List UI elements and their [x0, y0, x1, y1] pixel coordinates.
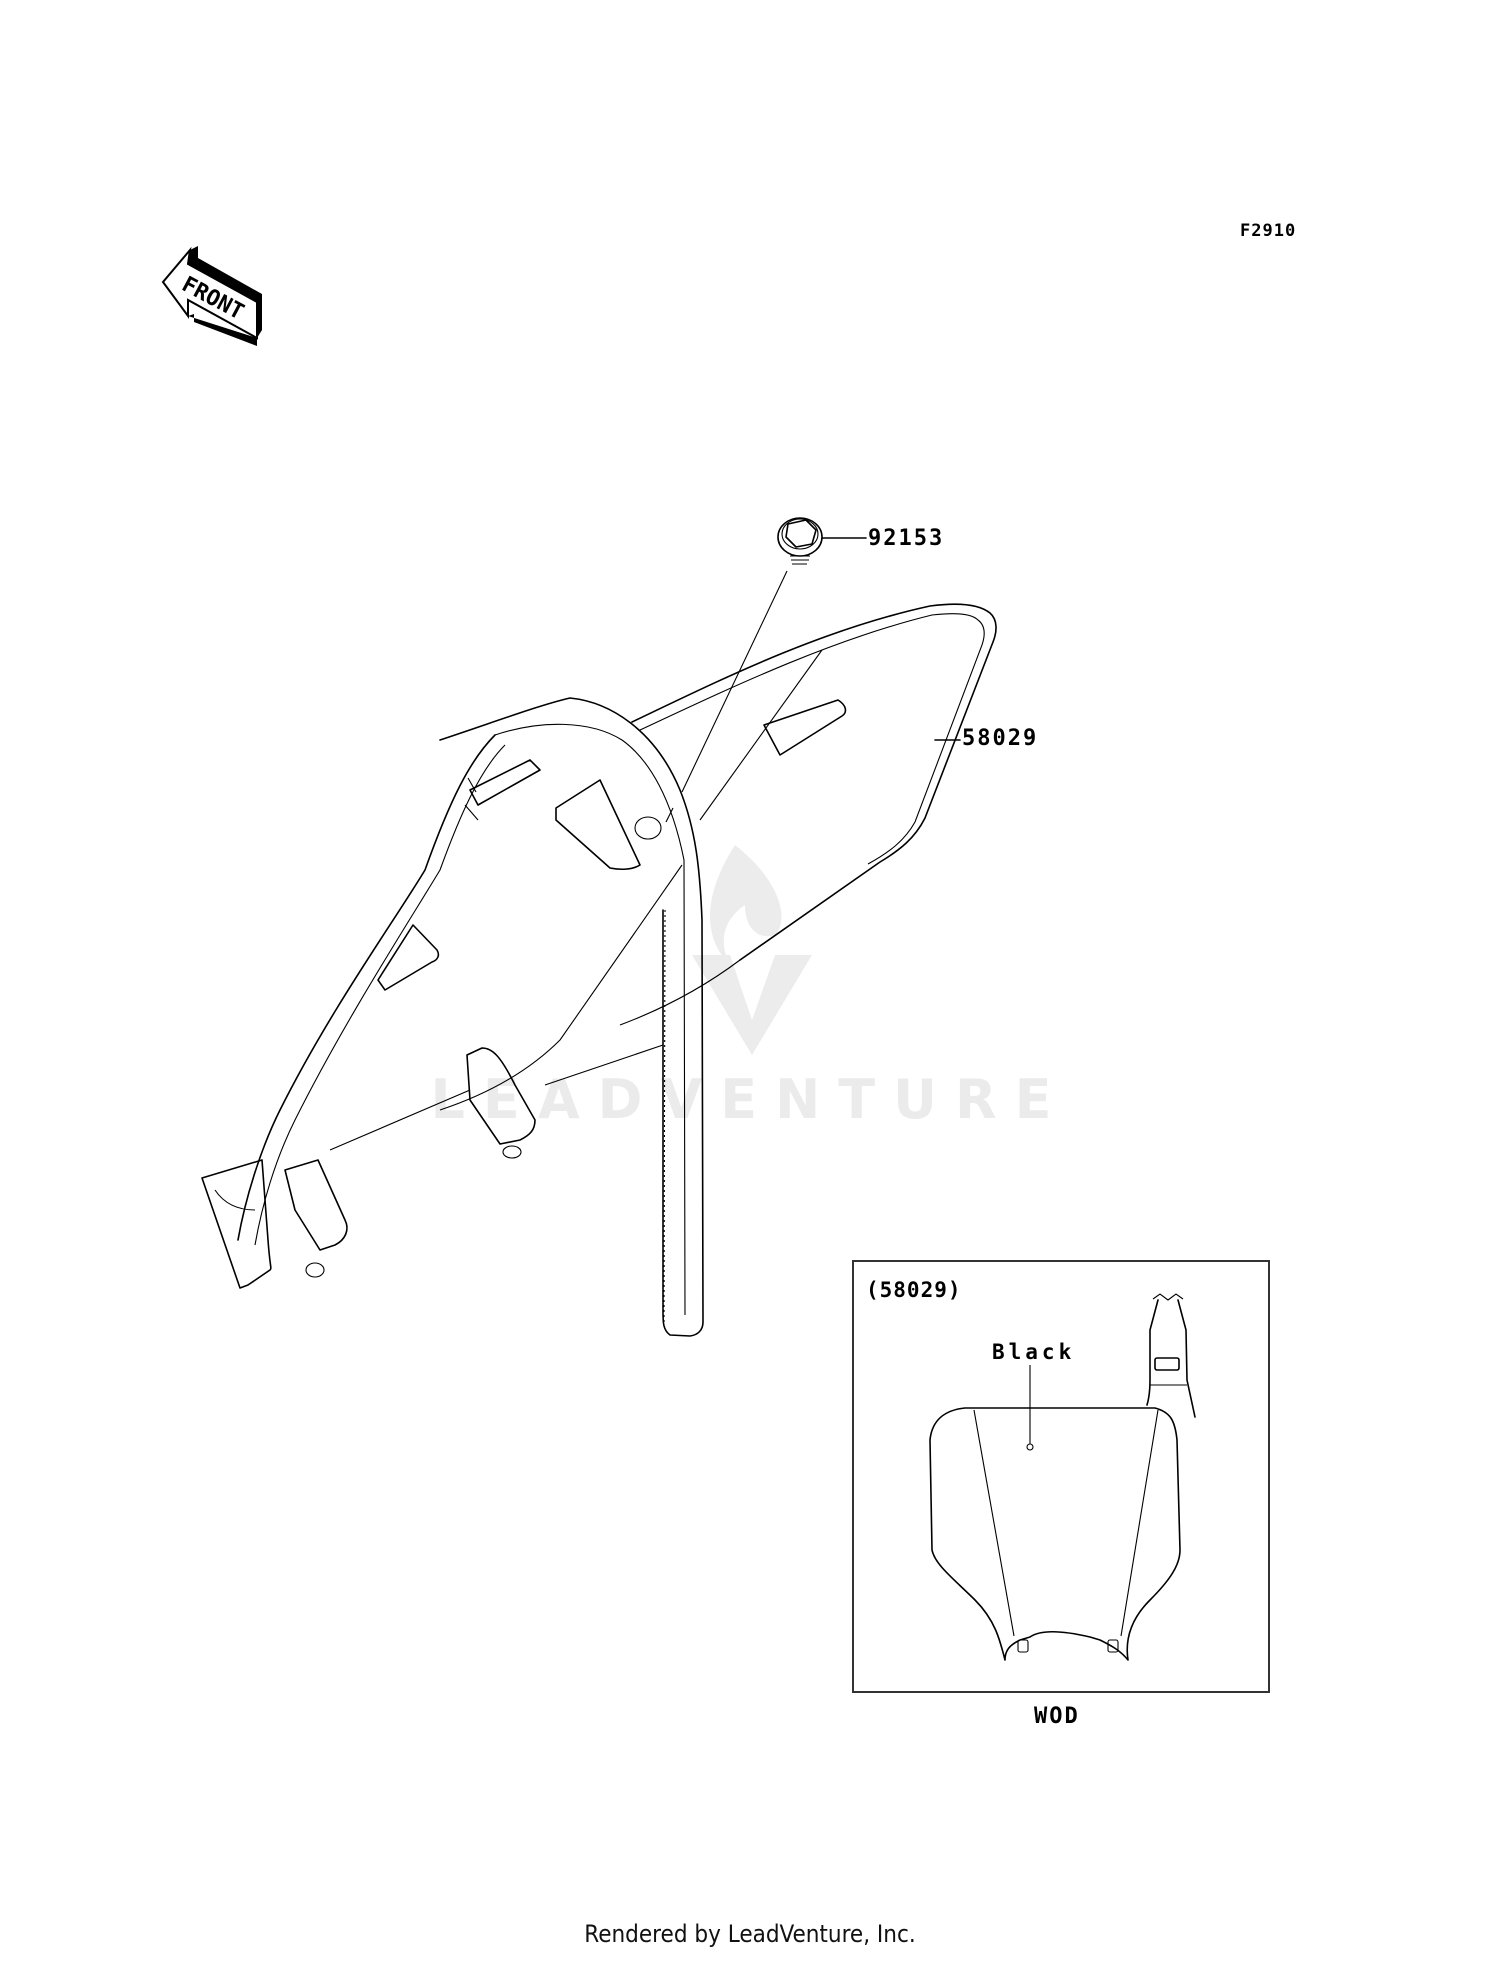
inset-color-label: Black — [992, 1340, 1076, 1364]
inset-title: (58029) — [866, 1278, 962, 1302]
inset-variant-box — [852, 1260, 1270, 1693]
inset-number-plate-drawing — [929, 1293, 1196, 1661]
watermark-logo: LEADVENTURE — [431, 845, 1070, 1131]
bolt-icon — [665, 517, 867, 823]
callout-part-number-58029[interactable]: 58029 — [962, 726, 1039, 751]
diagram-code: F2910 — [1240, 221, 1297, 241]
callout-part-number-92153[interactable]: 92153 — [868, 526, 945, 551]
number-plate-drawing — [201, 603, 997, 1337]
footer-credit: Rendered by LeadVenture, Inc. — [584, 1920, 916, 1948]
inset-variant-label: WOD — [1034, 1704, 1080, 1729]
front-arrow-icon: FRONT — [161, 246, 262, 346]
watermark-text: LEADVENTURE — [431, 1068, 1070, 1131]
